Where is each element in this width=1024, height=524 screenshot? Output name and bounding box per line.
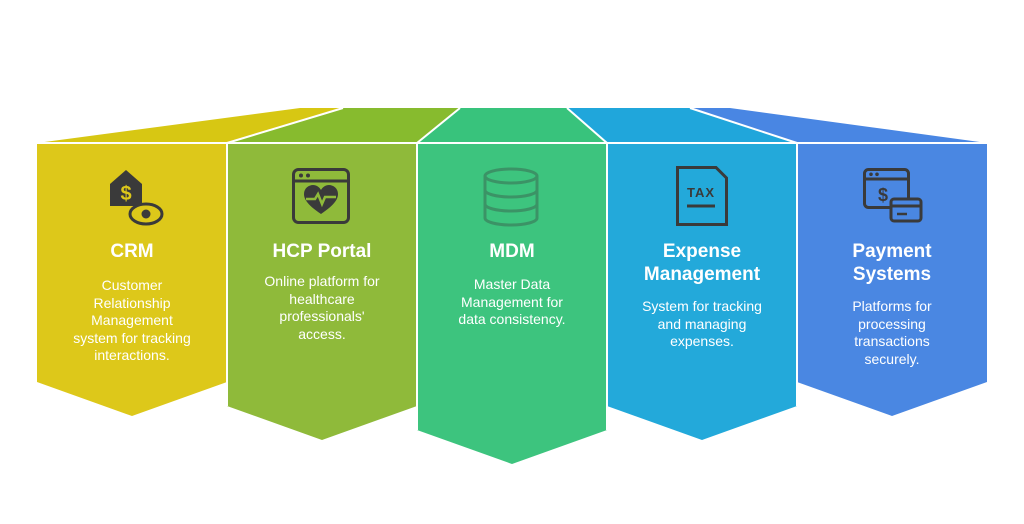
panel-top-payment <box>690 108 987 143</box>
panel-crm-description: Customer Relationship Management system … <box>73 277 191 363</box>
panel-expense-description: System for tracking and managing expense… <box>642 298 762 349</box>
panel-top-expense <box>567 108 797 143</box>
panel-payment-description: Platforms for processing transactions se… <box>852 298 932 367</box>
browser-heart-icon <box>292 168 350 224</box>
panel-crm-title: CRM <box>110 241 154 262</box>
panel-hcp-text: HCP Portal Online platform for healthcar… <box>227 240 417 343</box>
tax-document-icon: TAX <box>676 166 728 226</box>
panel-hcp-title: HCP Portal <box>272 241 372 262</box>
browser-payment-card-icon: $ <box>863 168 923 223</box>
database-icon <box>483 167 539 227</box>
panel-payment-text: Payment Systems Platforms for processing… <box>797 240 987 368</box>
panel-expense-text: Expense Management System for tracking a… <box>607 240 797 351</box>
svg-text:$: $ <box>120 183 131 205</box>
panel-payment <box>797 143 987 416</box>
panel-top-hcp <box>227 108 460 143</box>
panel-top-crm <box>37 108 343 143</box>
svg-text:TAX: TAX <box>687 185 715 200</box>
panel-mdm-title: MDM <box>489 241 535 262</box>
panel-expense-title: Expense Management <box>643 241 761 285</box>
svg-text:$: $ <box>878 185 888 205</box>
panel-hcp-description: Online platform for healthcare professio… <box>264 273 380 342</box>
panel-top-mdm <box>417 108 607 143</box>
panel-crm <box>37 143 227 416</box>
panel-mdm <box>417 143 607 464</box>
panel-payment-title: Payment Systems <box>852 241 932 285</box>
panel-crm-text: CRM Customer Relationship Management sys… <box>37 240 227 365</box>
panel-expense <box>607 143 797 440</box>
panel-mdm-text: MDM Master Data Management for data cons… <box>417 240 607 329</box>
money-house-eye-icon: $ <box>110 170 164 226</box>
panel-mdm-description: Master Data Management for data consiste… <box>458 276 566 327</box>
panel-hcp <box>227 143 417 440</box>
panel-dividers <box>37 107 987 430</box>
